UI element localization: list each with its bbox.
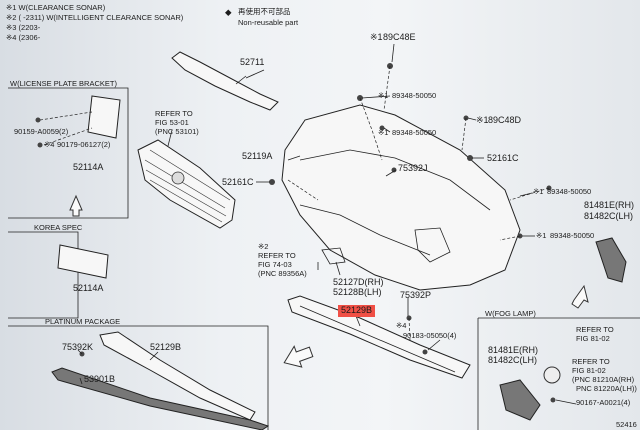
platinum-frame bbox=[8, 325, 269, 430]
label-52161c-r: 52161C bbox=[487, 153, 519, 163]
label-89348-b-mark: ※1 bbox=[378, 128, 389, 137]
upper-grille-cover-52711 bbox=[171, 51, 279, 111]
label-52114a-1: 52114A bbox=[73, 162, 104, 172]
lower-refer: REFER TO bbox=[258, 251, 296, 260]
license-bracket-frame bbox=[8, 87, 129, 219]
label-89348-a: 89348-50050 bbox=[392, 91, 437, 100]
fog-fig-2: FIG 81-02 bbox=[572, 366, 606, 375]
fog-pnc-1: (PNC 81210A(RH) bbox=[572, 375, 635, 384]
korea-plate-shape bbox=[57, 244, 109, 279]
label-75392k: 75392K bbox=[62, 342, 94, 352]
label-90179: 90179-06127(2) bbox=[57, 140, 111, 149]
fog-fig-1: FIG 81-02 bbox=[576, 334, 610, 343]
label-89348-c-mark: ※1 bbox=[533, 187, 544, 196]
figure-corner-number: 52416 bbox=[616, 420, 637, 429]
note-2: ※2 ( -2311) W(INTELLIGENT CLEARANCE SONA… bbox=[6, 13, 184, 22]
fog-lamp-bulb bbox=[543, 366, 561, 384]
label-89348-b: 89348-50050 bbox=[392, 128, 437, 137]
license-plate-bracket-shape bbox=[87, 95, 121, 139]
label-89348-d: 89348-50050 bbox=[550, 231, 595, 240]
label-90167: 90167-A0021(4) bbox=[576, 398, 631, 407]
note-4: ※4 (2306- bbox=[6, 33, 41, 42]
section-fog-lamp: W(FOG LAMP) bbox=[485, 309, 536, 318]
label-52129b-plat: 52129B bbox=[150, 342, 182, 352]
non-reusable-symbol-icon: ◆ bbox=[225, 7, 232, 17]
grille-refer: REFER TO bbox=[155, 109, 193, 118]
label-89348-d-mark: ※1 bbox=[536, 231, 547, 240]
radiator-grille-shape bbox=[137, 139, 236, 229]
label-52161c-l: 52161C bbox=[222, 177, 254, 187]
label-52711: 52711 bbox=[240, 57, 265, 67]
fog-pnc-2: PNC 81220A(LH)) bbox=[576, 384, 637, 393]
bumper-arrow bbox=[283, 345, 314, 368]
legend-nonreuse: Non-reusable part bbox=[238, 18, 299, 27]
label-52127d: 52127D(RH) bbox=[333, 277, 384, 287]
fog-cover-lower bbox=[499, 379, 541, 421]
legend-reuse-jp: 再使用不可部品 bbox=[238, 7, 291, 16]
fog-arrow bbox=[571, 284, 589, 309]
label-81481e-r: 81481E(RH) bbox=[584, 200, 635, 210]
label-81482c-r: 81482C(LH) bbox=[584, 211, 634, 221]
label-90183-mark: ※4 bbox=[396, 321, 407, 330]
label-75392j: 75392J bbox=[398, 163, 428, 173]
label-52129b-highlighted: 52129B bbox=[338, 305, 376, 317]
korea-spec-frame bbox=[8, 231, 79, 319]
label-89c48e: 89C48E bbox=[383, 32, 416, 42]
label-89348-c: 89348-50050 bbox=[547, 187, 592, 196]
label-81482c-f: 81482C(LH) bbox=[488, 355, 538, 365]
label-81481e-f: 81481E(RH) bbox=[488, 345, 539, 355]
label-89c48e-mark: ※1 bbox=[370, 32, 383, 42]
note-3: ※3 (2203- bbox=[6, 23, 41, 32]
label-52128b: 52128B(LH) bbox=[333, 287, 382, 297]
label-52114a-2: 52114A bbox=[73, 283, 104, 293]
note-1: ※1 W(CLEARANCE SONAR) bbox=[6, 3, 106, 12]
label-89c48d: 89C48D bbox=[488, 115, 522, 125]
grille-fig: FIG 53-01 bbox=[155, 118, 189, 127]
label-53901b: 53901B bbox=[84, 374, 116, 384]
section-korea-spec: KOREA SPEC bbox=[34, 223, 83, 232]
section-license-bracket: W(LICENSE PLATE BRACKET) bbox=[10, 79, 117, 88]
section-platinum: PLATINUM PACKAGE bbox=[45, 317, 121, 326]
grille-pnc: (PNC 53101) bbox=[155, 127, 199, 136]
fog-refer-2: REFER TO bbox=[572, 357, 610, 366]
lower-fig: FIG 74-03 bbox=[258, 260, 292, 269]
platinum-spoiler-shape bbox=[99, 331, 256, 421]
front-bumper-cover bbox=[281, 104, 521, 291]
label-90159: 90159-A0059(2) bbox=[14, 127, 69, 136]
label-89c48d-mark: ※1 bbox=[476, 115, 489, 125]
fog-refer-1: REFER TO bbox=[576, 325, 614, 334]
label-90179-mark: ※4 bbox=[44, 140, 55, 149]
fog-cover-upper bbox=[595, 237, 627, 283]
lower-mark: ※2 bbox=[258, 242, 269, 251]
label-52119a: 52119A bbox=[242, 151, 273, 161]
label-90183: 90183-05050(4) bbox=[403, 331, 457, 340]
lower-pnc: (PNC 89356A) bbox=[258, 269, 307, 278]
lower-spoiler-52129b bbox=[287, 295, 471, 379]
bracket-arrow bbox=[69, 194, 83, 217]
label-75392p: 75392P bbox=[400, 290, 432, 300]
platinum-moulding-53901b bbox=[51, 367, 270, 430]
label-89348-a-mark: ※1 bbox=[378, 91, 389, 100]
